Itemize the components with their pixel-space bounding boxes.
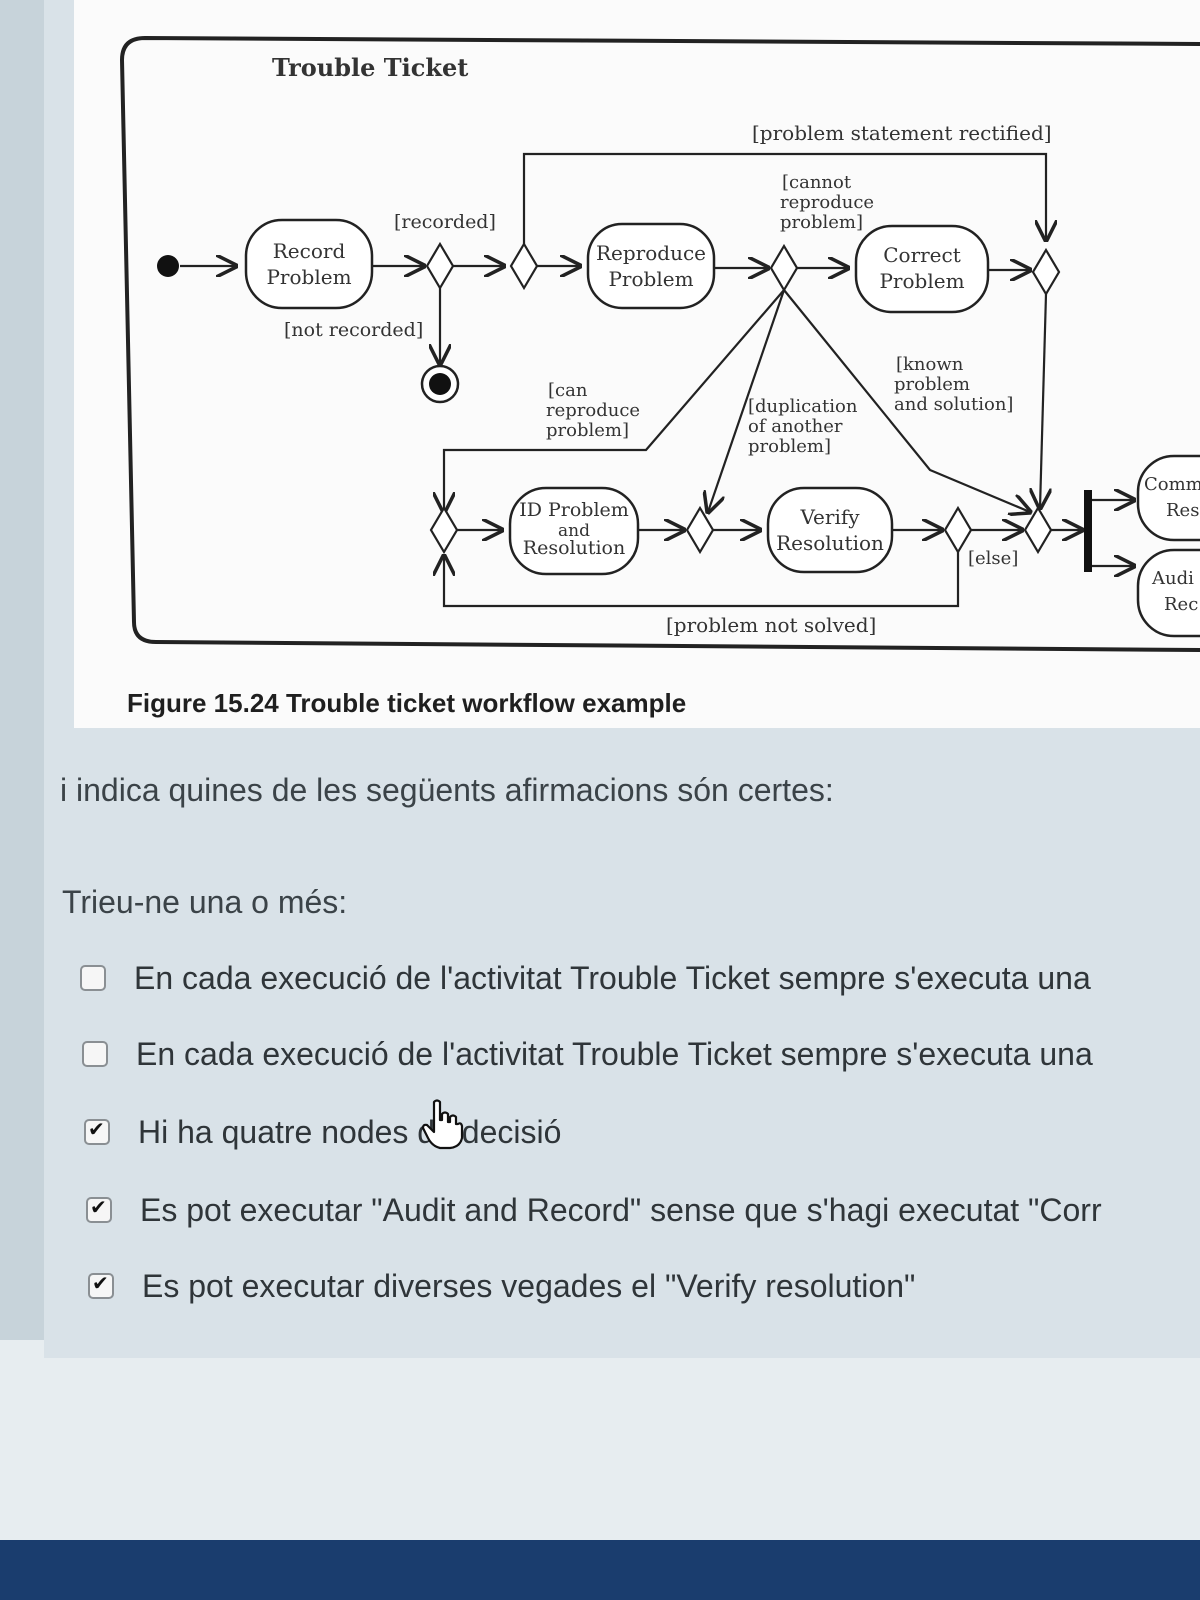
figure-caption: Figure 15.24 Trouble ticket workflow exa… [127, 688, 687, 718]
hand-cursor-icon [421, 1099, 464, 1150]
verify-resolution-line2: Resolution [776, 531, 884, 555]
merge-node-5 [1023, 505, 1053, 555]
record-problem-line1: Record [273, 239, 346, 263]
guard-problem-statement-rectified: [problem statement rectified] [752, 121, 1052, 145]
left-margin-strip [0, 0, 52, 1340]
merge-node-1 [509, 241, 539, 291]
communicate-results-line1: Comm [1144, 474, 1200, 495]
correct-problem-line1: Correct [883, 243, 961, 267]
answer-option-3[interactable]: Hi ha quatre nodes de decisió [84, 1104, 1200, 1160]
diagram-frame [119, 36, 1200, 652]
action-reproduce-problem [586, 222, 716, 310]
checkbox-option-4[interactable] [86, 1195, 112, 1223]
option-5-text: Es pot executar diverses vegades el "Ver… [142, 1267, 916, 1304]
correct-problem-line2: Problem [879, 269, 964, 293]
record-problem-line2: Problem [266, 265, 351, 289]
guard-cannot-reproduce-3: problem] [780, 212, 863, 233]
guard-else: [else] [968, 548, 1018, 569]
audit-record-line2: Rec [1164, 594, 1198, 615]
guard-can-reproduce-2: reproduce [546, 400, 640, 421]
guard-not-recorded: [not recorded] [284, 319, 423, 341]
taskbar [0, 1540, 1200, 1600]
checkbox-option-3[interactable] [84, 1117, 110, 1145]
option-1-text: En cada execució de l'activitat Trouble … [134, 959, 1091, 996]
action-record-problem [244, 218, 374, 310]
answer-option-2[interactable]: En cada execució de l'activitat Trouble … [82, 1026, 1200, 1082]
question-prompt: i indica quines de les següents afirmaci… [60, 772, 834, 808]
merge-node-3 [429, 505, 459, 555]
merge-node-2 [1031, 247, 1061, 297]
option-2-text: En cada execució de l'activitat Trouble … [136, 1035, 1093, 1072]
guard-can-reproduce-3: problem] [546, 420, 629, 441]
guard-cannot-reproduce-1: [cannot [782, 172, 852, 193]
fork-bar [1084, 490, 1092, 572]
action-communicate-results [1136, 454, 1200, 542]
choose-label: Trieu-ne una o més: [62, 884, 348, 920]
guard-known-problem-3: and solution] [894, 394, 1013, 415]
decision-node-verify [943, 505, 973, 555]
id-problem-line1: ID Problem [519, 499, 629, 521]
initial-node [157, 255, 179, 277]
decision-node-reproduce [769, 243, 799, 293]
option-4-text: Es pot executar "Audit and Record" sense… [140, 1191, 1102, 1228]
guard-cannot-reproduce-2: reproduce [780, 192, 874, 213]
id-problem-line2: and [558, 521, 590, 541]
guard-duplication-1: [duplication [748, 396, 858, 417]
audit-record-line1: Audi [1151, 568, 1194, 589]
guard-recorded: [recorded] [394, 211, 496, 233]
diagram-title: Trouble Ticket [272, 53, 468, 82]
checkbox-option-2[interactable] [82, 1041, 108, 1067]
communicate-results-line2: Res [1166, 500, 1199, 521]
guard-known-problem-1: [known [896, 354, 964, 375]
checkbox-option-5[interactable] [88, 1271, 114, 1299]
guard-duplication-3: problem] [748, 436, 831, 457]
reproduce-problem-line1: Reproduce [596, 241, 706, 265]
activity-diagram: Trouble Ticket Record Problem [recorded]… [119, 36, 1200, 652]
guard-problem-not-solved: [problem not solved] [666, 613, 876, 637]
guard-known-problem-2: problem [894, 374, 970, 395]
option-3-text: Hi ha quatre nodes de decisió [138, 1113, 562, 1150]
answer-option-1[interactable]: En cada execució de l'activitat Trouble … [80, 950, 1200, 1006]
action-verify-resolution [766, 486, 894, 574]
merge-node-4 [685, 505, 715, 555]
answer-option-5[interactable]: Es pot executar diverses vegades el "Ver… [88, 1258, 1200, 1314]
answer-option-4[interactable]: Es pot executar "Audit and Record" sense… [86, 1182, 1200, 1238]
guard-can-reproduce-1: [can [548, 380, 588, 401]
reproduce-problem-line2: Problem [608, 267, 693, 291]
action-audit-record [1136, 548, 1200, 638]
guard-duplication-2: of another [748, 416, 843, 437]
decision-node-recorded [425, 241, 455, 291]
id-problem-line3: Resolution [523, 537, 625, 559]
checkbox-option-1[interactable] [80, 965, 106, 991]
verify-resolution-line1: Verify [799, 505, 860, 529]
